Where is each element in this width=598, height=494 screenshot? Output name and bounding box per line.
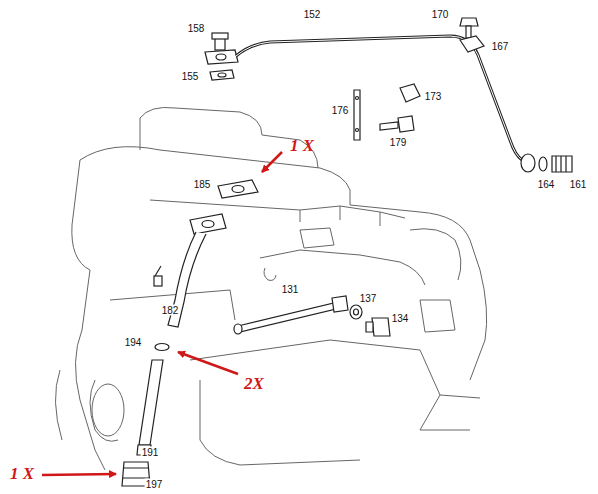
callout-number: 161 — [569, 179, 588, 190]
callout-number: 134 — [391, 313, 410, 324]
callout-number: 164 — [537, 179, 556, 190]
quantity-note: 1 X — [289, 137, 315, 156]
callout-number: 131 — [281, 284, 300, 295]
callout-number: 182 — [161, 305, 180, 316]
callout-number: 152 — [303, 9, 322, 20]
callout-number: 176 — [331, 105, 350, 116]
callout-number: 185 — [193, 179, 212, 190]
callout-number: 155 — [181, 71, 200, 82]
callout-number: 191 — [141, 447, 160, 458]
quantity-note: 1 X — [9, 465, 35, 484]
callout-number: 197 — [145, 479, 164, 490]
callout-number: 194 — [124, 337, 143, 348]
callout-number: 167 — [491, 41, 510, 52]
callout-number: 173 — [424, 91, 443, 102]
callout-number: 137 — [359, 293, 378, 304]
callout-number: 170 — [431, 9, 450, 20]
callout-number: 158 — [187, 23, 206, 34]
quantity-note: 2X — [243, 375, 265, 394]
callout-number: 179 — [389, 137, 408, 148]
